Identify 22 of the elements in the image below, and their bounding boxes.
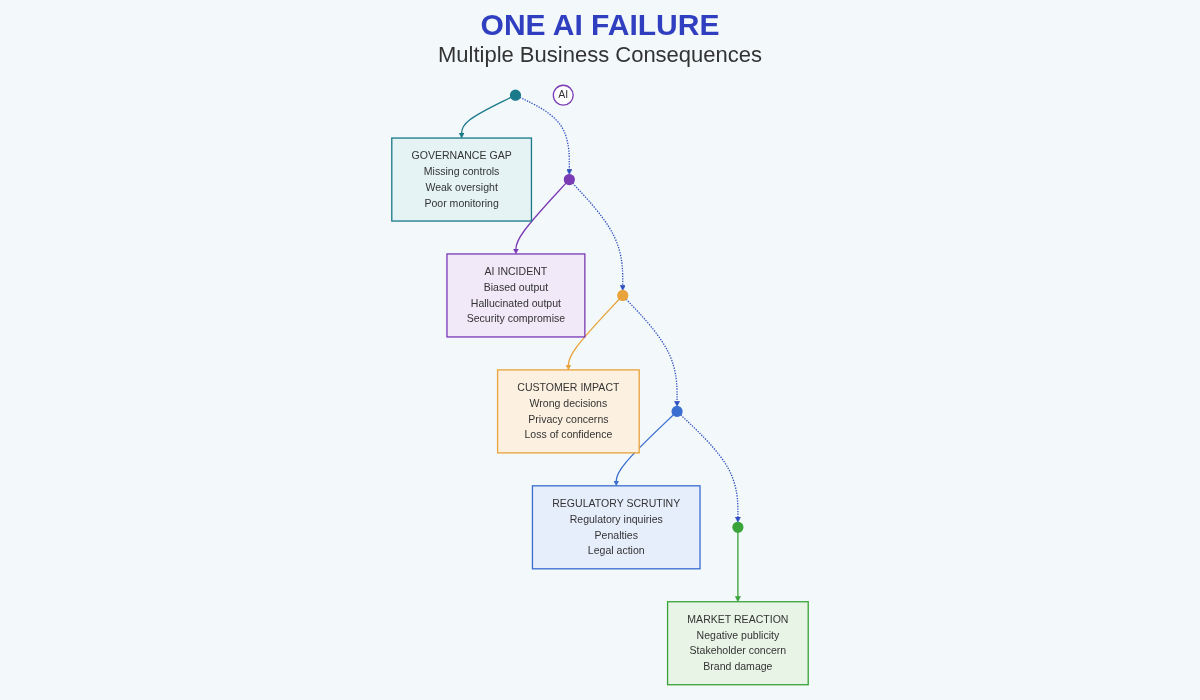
- subtitle: Multiple Business Consequences: [437, 42, 763, 68]
- node-circle: [509, 89, 522, 101]
- arrow: [735, 531, 741, 602]
- arrow: [458, 96, 512, 139]
- node-box: CUSTOMER IMPACT Wrong decisions Privacy concerns Loss of confidence: [496, 369, 640, 454]
- node-box: REGULATORY SCRUTINY Regulatory inquiries Penalties Legal action: [531, 485, 701, 570]
- node-circle: [671, 405, 683, 417]
- arrow: [613, 414, 675, 487]
- node-circle: [617, 289, 629, 302]
- arrow: [680, 414, 741, 523]
- node-box: MARKET REACTION Negative publicity Stakeholder concern Brand damage: [666, 601, 809, 686]
- arrow: [572, 182, 626, 291]
- arrow: [513, 182, 567, 255]
- arrow: [625, 298, 680, 407]
- node-circle: AI: [552, 84, 574, 106]
- node-box: GOVERNANCE GAP Missing controls Weak oversight Poor monitoring: [391, 137, 533, 222]
- title: ONE AI FAILURE: [480, 8, 720, 42]
- node-box: AI INCIDENT Biased output Hallucinated output Security compromise: [446, 253, 586, 338]
- node-circle: [563, 173, 575, 186]
- arrow: [565, 298, 620, 371]
- arrow: [519, 96, 573, 175]
- node-circle: [732, 521, 744, 533]
